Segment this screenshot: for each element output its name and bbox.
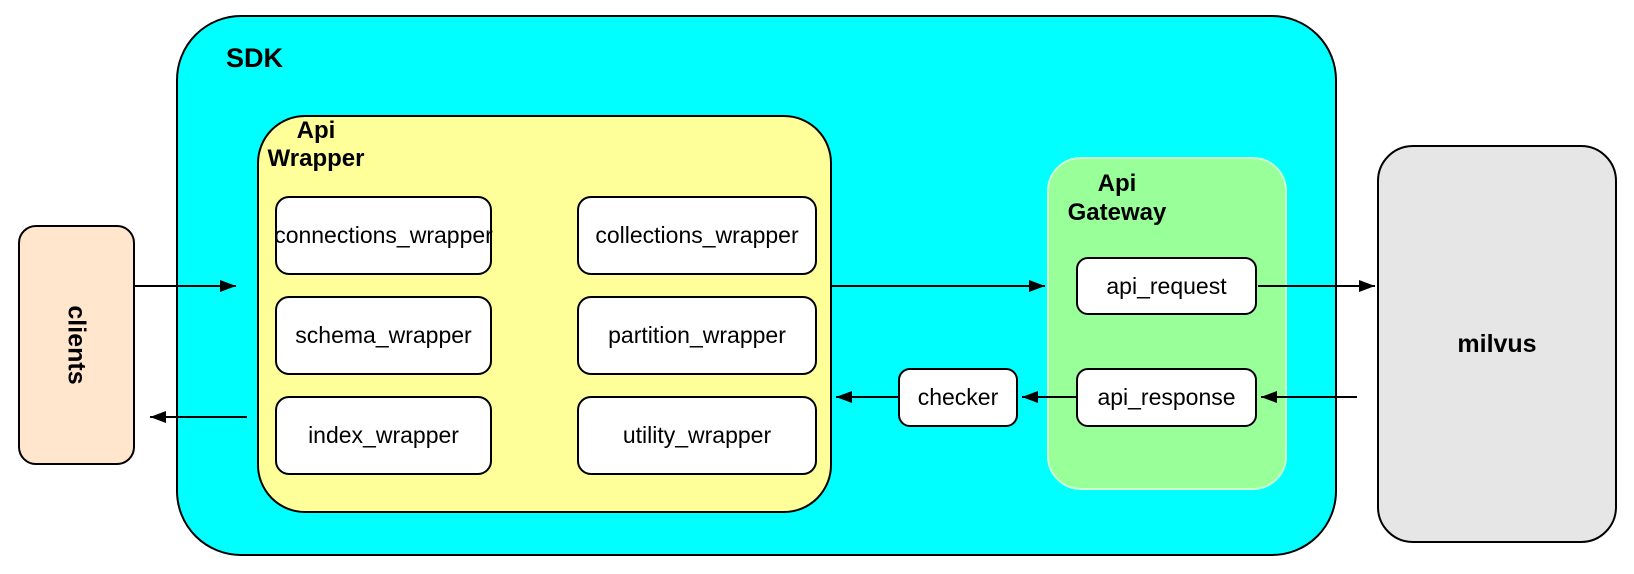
index-wrapper-node: index_wrapper xyxy=(275,396,492,475)
api-request-node: api_request xyxy=(1076,257,1257,315)
clients-label: clients xyxy=(62,305,91,385)
milvus-node: milvus xyxy=(1377,145,1617,543)
api-wrapper-label: Api Wrapper xyxy=(267,117,365,172)
utility-wrapper-node: utility_wrapper xyxy=(577,396,817,475)
milvus-label: milvus xyxy=(1457,330,1537,358)
collections-wrapper-node: collections_wrapper xyxy=(577,196,817,275)
connections-wrapper-node: connections_wrapper xyxy=(274,196,493,275)
sdk-label: SDK xyxy=(226,43,284,73)
partition-wrapper-node: partition_wrapper xyxy=(577,296,817,375)
clients-node: clients xyxy=(18,225,135,465)
api-response-node: api_response xyxy=(1076,368,1257,427)
checker-node: checker xyxy=(898,368,1018,427)
schema-wrapper-node: schema_wrapper xyxy=(275,296,492,375)
api-gateway-label: Api Gateway xyxy=(1067,170,1167,226)
api-gateway-container xyxy=(1047,157,1287,490)
